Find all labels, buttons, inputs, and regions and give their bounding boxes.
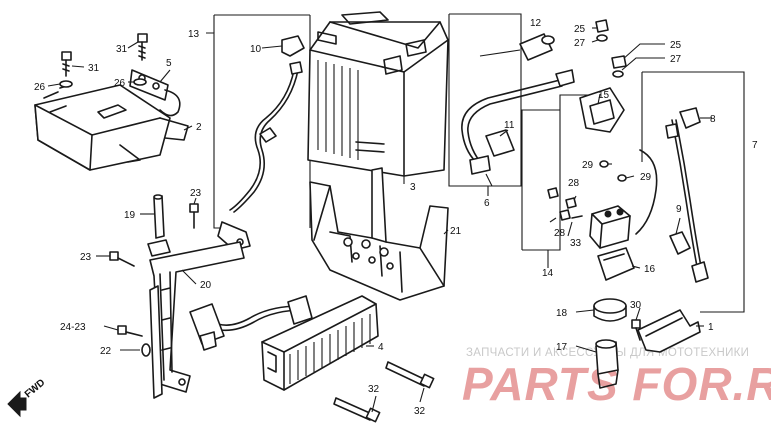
bracket-1 <box>637 309 701 353</box>
callout-28b: 28 <box>554 228 566 239</box>
callout-22: 22 <box>100 346 112 357</box>
callout-6: 6 <box>484 198 490 209</box>
callout-17: 17 <box>556 342 568 353</box>
bolt-31-upper <box>137 33 148 61</box>
callout-19: 19 <box>124 210 136 221</box>
negative-cable <box>217 35 305 251</box>
relay-bracket-15 <box>579 87 625 133</box>
callout-26a: 26 <box>34 82 46 93</box>
callout-5: 5 <box>166 58 172 69</box>
callout-33: 33 <box>570 238 582 249</box>
holder-rod-19 <box>147 194 171 257</box>
callout-21: 21 <box>450 226 462 237</box>
bolt-31-left <box>61 51 72 77</box>
fwd-indicator: FWD <box>7 377 48 418</box>
cover-11 <box>485 129 515 157</box>
callout-29b: 29 <box>640 172 652 183</box>
callout-31a: 31 <box>116 44 128 55</box>
regulator-harness <box>189 295 313 351</box>
callout-7: 7 <box>752 140 758 151</box>
callout-4: 4 <box>378 342 384 353</box>
callout-29a: 29 <box>582 160 594 171</box>
callout-14: 14 <box>542 268 554 279</box>
callout-32b: 32 <box>414 406 426 417</box>
callout-18: 18 <box>556 308 568 319</box>
starter-relay <box>589 205 631 249</box>
callout-23a: 23 <box>190 188 202 199</box>
callout-27a: 27 <box>574 38 586 49</box>
callout-23b: 23 <box>80 252 92 263</box>
cdi-unit <box>34 84 189 171</box>
cdi-bracket <box>129 69 181 117</box>
callout-labels: 31 31 26 26 5 2 13 10 3 12 11 6 25 27 25… <box>34 18 758 417</box>
cable-7 <box>665 107 709 283</box>
callout-1: 1 <box>708 322 714 333</box>
terminal-12 <box>519 33 555 61</box>
callout-20: 20 <box>200 280 212 291</box>
screws-28-33 <box>547 187 583 221</box>
starter-cable <box>461 69 575 175</box>
bolt-32-lower <box>333 397 381 423</box>
callout-11: 11 <box>504 120 515 131</box>
callout-28a: 28 <box>568 178 580 189</box>
bolt-25-top <box>595 19 609 42</box>
battery <box>307 11 449 177</box>
fuse-17 <box>595 339 619 389</box>
regulator-rectifier <box>261 295 379 391</box>
callout-15: 15 <box>598 90 610 101</box>
washer-29 <box>599 160 627 182</box>
callout-25a: 25 <box>574 24 586 35</box>
callout-13: 13 <box>188 29 200 40</box>
callout-32a: 32 <box>368 384 380 395</box>
callout-12: 12 <box>530 18 542 29</box>
bolt-32-upper <box>385 361 435 389</box>
callout-27b: 27 <box>670 54 682 65</box>
rod-lower <box>149 285 163 399</box>
callout-8: 8 <box>710 114 716 125</box>
bolt-23-left <box>109 251 135 267</box>
fwd-arrow-icon <box>7 390 27 418</box>
leader-lines <box>47 27 712 413</box>
washer-22 <box>141 343 151 357</box>
callout-30: 30 <box>630 300 642 311</box>
relay-cover-16 <box>597 247 635 281</box>
callout-10: 10 <box>250 44 262 55</box>
callout-9: 9 <box>676 204 682 215</box>
band-18 <box>593 298 627 322</box>
fwd-label: FWD <box>23 377 48 400</box>
callout-24-23: 24-23 <box>60 322 86 333</box>
bolt-24-23 <box>117 325 143 337</box>
callout-16: 16 <box>644 264 656 275</box>
bolt-25 <box>611 55 627 78</box>
callout-25b: 25 <box>670 40 682 51</box>
callout-31b: 31 <box>88 63 100 74</box>
callout-2: 2 <box>196 122 202 133</box>
bolt-23-upper <box>189 203 199 229</box>
callout-3: 3 <box>410 182 416 193</box>
callout-26b: 26 <box>114 78 126 89</box>
battery-tray <box>309 167 449 301</box>
relay-cable-29 <box>635 149 658 235</box>
